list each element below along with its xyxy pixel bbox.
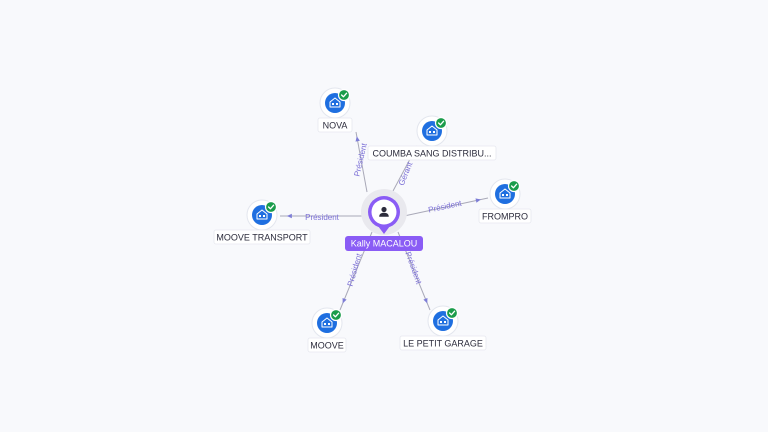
company-label[interactable]: COUMBA SANG DISTRIBU... bbox=[367, 145, 497, 161]
person-name-badge bbox=[345, 236, 423, 251]
company-node-moove-transport[interactable]: MOOVE TRANSPORT bbox=[213, 199, 311, 245]
verified-check-icon bbox=[434, 116, 448, 130]
building-icon bbox=[256, 209, 268, 220]
verified-check-icon bbox=[445, 306, 459, 320]
verified-check-icon bbox=[264, 200, 278, 214]
edge-label-role: Président bbox=[305, 213, 340, 222]
company-label-box bbox=[213, 229, 311, 245]
company-label-box bbox=[307, 337, 347, 353]
company-name: FROMPRO bbox=[482, 212, 528, 222]
edge-label-role: Président bbox=[427, 199, 463, 215]
edge-line bbox=[403, 197, 489, 217]
edge-arrow bbox=[475, 198, 481, 203]
company-label[interactable]: NOVA bbox=[317, 117, 353, 133]
verified-check-icon bbox=[507, 179, 521, 193]
edge-label-role: Gérant bbox=[397, 160, 415, 187]
edge-arrow bbox=[286, 213, 292, 219]
company-label[interactable]: MOOVE TRANSPORT bbox=[213, 229, 311, 245]
person-name: Kally MACALOU bbox=[351, 239, 418, 249]
company-node-coumba[interactable]: COUMBA SANG DISTRIBU... bbox=[367, 115, 497, 161]
company-label[interactable]: MOOVE bbox=[307, 337, 347, 353]
company-name: NOVA bbox=[323, 121, 348, 131]
company-node-nova[interactable]: NOVA bbox=[317, 87, 353, 133]
company-label[interactable]: LE PETIT GARAGE bbox=[399, 335, 487, 351]
edge-moove-transport: Président bbox=[280, 213, 362, 222]
edge-frompro: Président bbox=[403, 197, 489, 217]
person-icon bbox=[379, 206, 389, 217]
verified-check-icon bbox=[337, 88, 351, 102]
building-icon bbox=[426, 125, 438, 136]
company-node-frompro[interactable]: FROMPRO bbox=[478, 178, 532, 224]
company-node-moove[interactable]: MOOVE bbox=[307, 307, 347, 353]
edge-label-role: Président bbox=[346, 252, 364, 288]
company-name: LE PETIT GARAGE bbox=[403, 339, 483, 349]
edge-arrow bbox=[423, 297, 428, 304]
edge-nova: Président bbox=[352, 131, 369, 193]
person-node[interactable]: Kally MACALOU bbox=[345, 189, 423, 251]
building-icon bbox=[321, 317, 333, 328]
company-label-box bbox=[399, 335, 487, 351]
company-label-box bbox=[317, 117, 353, 133]
edge-label-role: Président bbox=[403, 250, 423, 286]
building-icon bbox=[437, 315, 449, 326]
person-pin-tip bbox=[378, 226, 390, 234]
edge-line bbox=[355, 131, 368, 193]
edge-arrow bbox=[355, 136, 360, 142]
edge-label-role: Président bbox=[352, 142, 369, 178]
company-name: COUMBA SANG DISTRIBU... bbox=[372, 149, 491, 159]
company-name: MOOVE TRANSPORT bbox=[216, 233, 308, 243]
company-label-box bbox=[478, 208, 532, 224]
verified-check-icon bbox=[329, 308, 343, 322]
building-icon bbox=[499, 188, 511, 199]
company-label[interactable]: FROMPRO bbox=[478, 208, 532, 224]
company-node-le-petit-garage[interactable]: LE PETIT GARAGE bbox=[399, 305, 487, 351]
edge-arrow bbox=[342, 297, 347, 304]
company-name: MOOVE bbox=[310, 341, 344, 351]
nodes-layer: NOVA COUMBA SANG DISTRIBU... FROMPRO MOOVE … bbox=[213, 87, 532, 353]
company-label-box bbox=[367, 145, 497, 161]
building-icon bbox=[329, 97, 341, 108]
